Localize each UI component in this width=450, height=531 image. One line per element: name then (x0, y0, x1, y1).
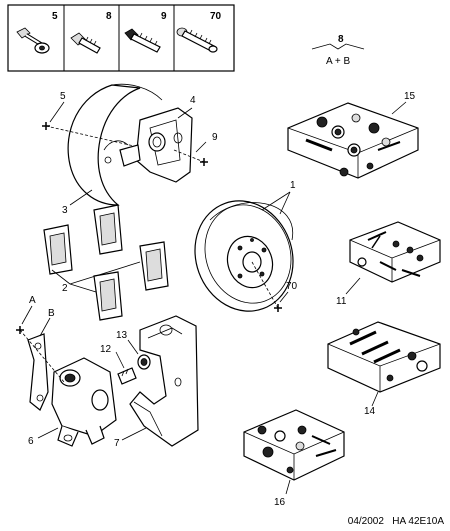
part-label-12: 12 (100, 344, 112, 355)
pin-9-marker (200, 158, 208, 166)
screw-8-icon (70, 32, 101, 54)
part-label-b: B (48, 308, 55, 319)
part-label-9: 9 (212, 132, 218, 143)
screw-9-icon (124, 28, 161, 53)
part-label-3: 3 (62, 205, 68, 216)
part-label-7: 7 (114, 438, 120, 449)
caliper-bracket (119, 107, 193, 183)
part-label-16: 16 (274, 497, 286, 508)
footer: 04/2002 HA 42E10A (348, 516, 444, 527)
part-label-6: 6 (28, 436, 34, 447)
footer-ref: HA 42E10A (392, 516, 444, 527)
brake-disc (194, 200, 294, 312)
pin-70-marker (274, 304, 282, 312)
part-label-4: 4 (190, 95, 196, 106)
kit-box-16 (243, 409, 345, 481)
screw-table: 5 8 9 70 (7, 4, 235, 72)
part-label-1: 1 (290, 180, 296, 191)
pin-5-marker (42, 122, 50, 130)
screw-label-5: 5 (52, 11, 58, 22)
part-label-13: 13 (116, 330, 128, 341)
caliper-mount (129, 315, 199, 447)
part-label-2: 2 (62, 283, 68, 294)
part-label-11: 11 (336, 296, 347, 307)
legend-number: 8 (338, 34, 344, 45)
screw-label-8: 8 (106, 11, 112, 22)
part-label-a: A (29, 295, 36, 306)
screw-label-70: 70 (210, 11, 222, 22)
screw-5-icon (16, 27, 50, 54)
pin-a-marker (16, 326, 24, 334)
screw-label-9: 9 (161, 11, 167, 22)
footer-date: 04/2002 (347, 516, 384, 527)
part-label-14: 14 (364, 406, 376, 417)
legend-text: A + B (326, 56, 351, 67)
brake-caliper (51, 357, 117, 447)
caliper-bracket-plate (27, 333, 49, 411)
screw-70-icon (176, 27, 218, 53)
bleed-parts (117, 354, 151, 385)
part-label-5: 5 (60, 91, 66, 102)
part-label-15: 15 (404, 91, 416, 102)
part-label-70: 70 (286, 281, 298, 292)
kit-box-14 (327, 321, 441, 393)
kit-box-11 (349, 221, 441, 283)
brake-pads (43, 204, 169, 321)
legend-8: 8 A + B (311, 34, 365, 67)
kit-box-15 (287, 102, 419, 179)
